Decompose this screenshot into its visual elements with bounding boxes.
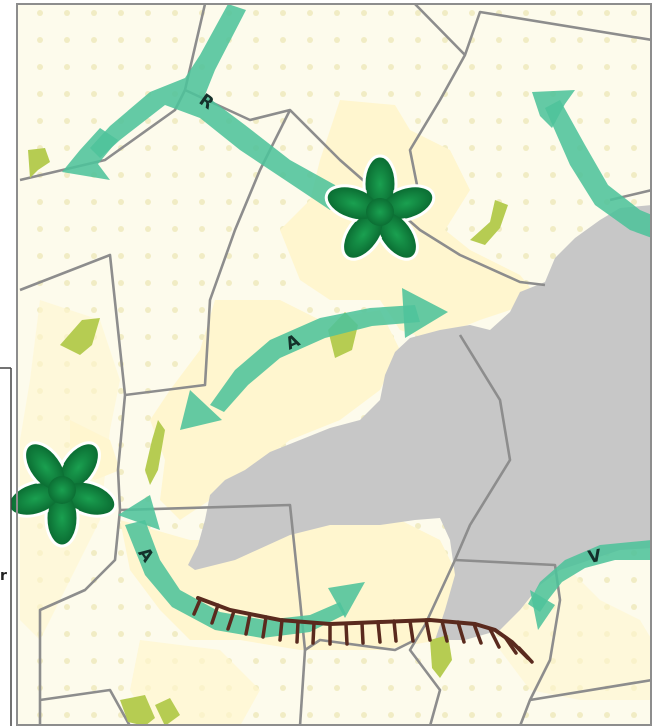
arrow-a1-body <box>210 305 420 412</box>
legend-fragment-text: r <box>0 568 7 584</box>
arrow-top-right-body <box>545 100 652 238</box>
arrow-v-body <box>528 540 652 612</box>
arrow-v-head <box>530 590 555 630</box>
barrier-line-icon <box>192 596 534 664</box>
arrow-label-v: V <box>587 546 604 568</box>
water-body <box>188 205 652 640</box>
arrow-a1-head-left <box>180 390 222 430</box>
arrow-a2-head-top <box>118 495 160 530</box>
arrow-top-right-head <box>532 90 575 128</box>
arrow-a2-body <box>125 520 346 638</box>
arrow-r-head <box>62 128 118 180</box>
green-axes-arrows <box>62 4 652 638</box>
map-frame <box>16 3 652 726</box>
arrow-a1-head-right <box>402 288 448 338</box>
flower-pole-icon <box>324 154 436 261</box>
legend-panel-edge <box>0 368 11 726</box>
arrow-r-body <box>90 4 345 210</box>
flower-pole-icon <box>6 441 118 548</box>
arrow-a2-head-right <box>328 582 365 618</box>
